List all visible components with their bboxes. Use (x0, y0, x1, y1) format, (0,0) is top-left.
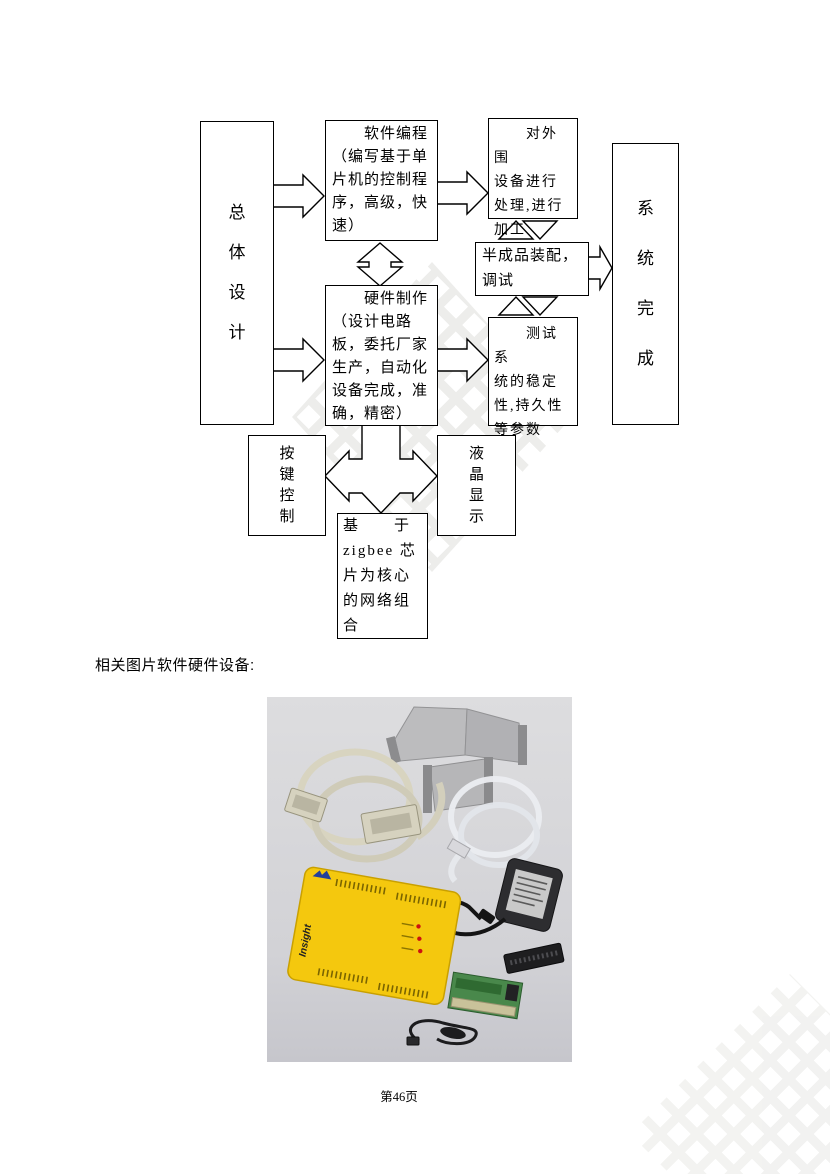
arrow-peripheral-assembly-up (497, 219, 535, 240)
status-leds (416, 924, 423, 954)
flow-box-hardware-making: 硬件制作 （设计电路 板，委托厂家 生产，自动化 设备完成，准 确，精密） (325, 285, 438, 426)
insight-emulator: Insight (287, 866, 462, 1006)
insight-logo (312, 870, 332, 880)
led-labels (401, 922, 414, 951)
flow-box-lcd-display: 液 晶 显 示 (437, 435, 516, 536)
flow-box-system-complete: 系 统 完 成 (612, 143, 679, 425)
flow-box-software-programming: 软件编程 （编写基于单 片机的控制程 序，高级，快 速） (325, 120, 438, 241)
usb-plug (446, 837, 471, 859)
db25-connector (360, 804, 422, 844)
ribbon-cable-large (385, 706, 527, 765)
arrow-assembly-testing-up (497, 295, 535, 316)
hardware-photo: Insight (267, 697, 572, 1062)
flow-box-system-testing: 测试系 统的稳定 性,持久性 等参数 (488, 317, 578, 438)
adapter-plug (478, 908, 496, 924)
arrow-overall-to-software (272, 173, 325, 219)
connector-arrows (272, 170, 613, 515)
flow-box-overall-design: 总 体 设 计 (200, 121, 274, 425)
arrow-overall-to-hardware (272, 337, 325, 383)
arrow-assembly-testing-down (521, 296, 559, 317)
power-adapter (495, 858, 563, 932)
arrow-software-hardware-updown (356, 242, 404, 287)
flow-box-peripheral-processing: 对外围 设备进行 处理,进行 加工 (488, 118, 578, 238)
db9-connector (284, 787, 328, 823)
connector-strip (503, 942, 565, 974)
insight-case (287, 866, 462, 1006)
arrow-hardware-branch-three-way (324, 424, 438, 515)
flow-box-zigbee-network: 基 于 zigbee 芯 片为核心 的网络组 合 (337, 513, 428, 639)
arrow-hardware-to-testing (436, 337, 489, 383)
arrow-peripheral-assembly-down (521, 220, 559, 241)
hardware-photo-canvas: Insight (267, 697, 572, 1062)
flow-box-key-control: 按 键 控 制 (248, 435, 326, 536)
probe-cable (406, 1019, 478, 1046)
arrow-assembly-to-complete (587, 244, 613, 292)
adapter-pcb (447, 971, 524, 1020)
watermark-corner (630, 974, 830, 1174)
flow-box-semi-product-assembly: 半成品装配， 调试 (475, 242, 589, 296)
page-footer: 第46页 (380, 1090, 418, 1104)
arrow-software-to-peripheral (436, 170, 489, 216)
photo-caption: 相关图片软件硬件设备: (95, 657, 255, 674)
